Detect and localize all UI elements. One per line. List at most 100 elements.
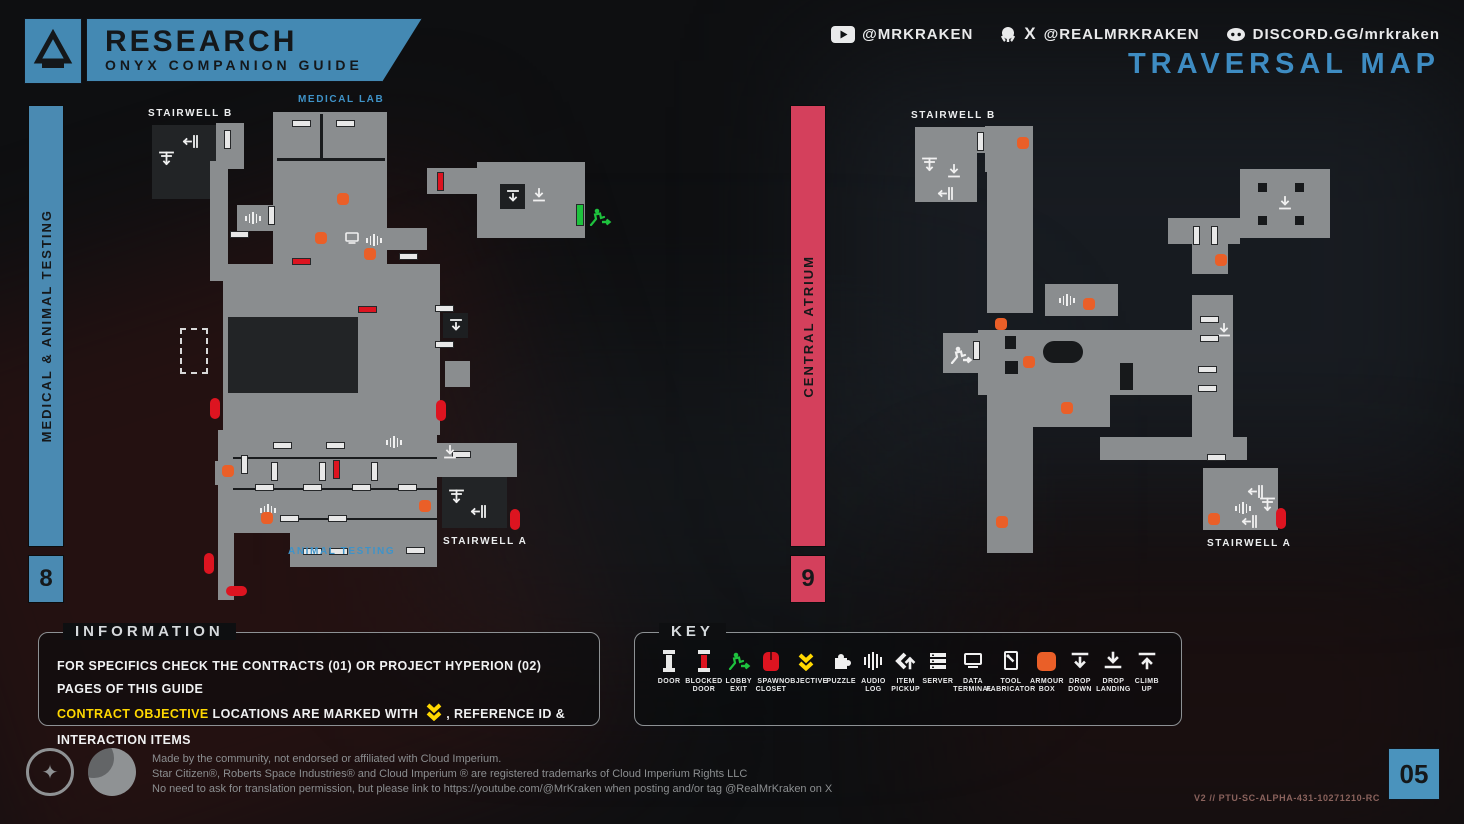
audio-log-icon (366, 232, 382, 248)
structure-shape (1120, 363, 1133, 390)
map-room-dark (152, 125, 216, 199)
contract-objective-highlight: CONTRACT OBJECTIVE (57, 707, 209, 721)
data-terminal-icon (962, 652, 984, 670)
drop-landing-icon (947, 164, 961, 179)
door-marker (352, 484, 371, 491)
door-marker (241, 455, 248, 474)
made-by-community-badge: ✦ (26, 748, 74, 796)
key-item-label: DROP DOWN (1068, 678, 1092, 693)
map-label-stairwell-a: STAIRWELL A (443, 536, 528, 547)
table-shape (1043, 341, 1083, 363)
server-icon (928, 651, 948, 671)
spawn-closet-marker (1276, 508, 1286, 529)
map-room (987, 172, 1033, 313)
climb-up-icon (1137, 651, 1157, 671)
stairs-down-icon (158, 150, 175, 166)
door-icon (663, 650, 676, 672)
map-wall (290, 518, 437, 520)
section-bar-central-atrium: CENTRAL ATRIUM (790, 105, 826, 547)
key-item-audio-log: AUDIO LOG (857, 649, 889, 694)
door-marker (399, 253, 418, 260)
door-marker (336, 120, 355, 127)
drop-landing-icon (443, 445, 457, 460)
structure-shape (1258, 216, 1267, 225)
key-item-blocked-door: BLOCKED DOOR (685, 649, 722, 694)
key-item-label: LOBBY EXIT (725, 678, 752, 693)
door-marker (328, 515, 347, 522)
blocked-door-marker (437, 172, 444, 191)
information-line-1: FOR SPECIFICS CHECK THE CONTRACTS (01) O… (57, 659, 542, 696)
armour-box-marker (364, 248, 376, 260)
door-marker (1200, 316, 1219, 323)
stairs-icon (1247, 484, 1264, 499)
armour-box-marker (315, 232, 327, 244)
social-label: @MRKRAKEN (862, 25, 974, 43)
drop-down-icon (1070, 651, 1090, 671)
map-label-stairwell-b: STAIRWELL B (911, 110, 996, 121)
armour-box-marker (222, 465, 234, 477)
exit-door-marker (576, 204, 584, 226)
key-item-spawn-closet: SPAWN CLOSET (755, 649, 787, 694)
door-marker (329, 548, 348, 555)
information-text: FOR SPECIFICS CHECK THE CONTRACTS (01) O… (39, 633, 599, 752)
structure-shape (1258, 183, 1267, 192)
map-room (1045, 284, 1118, 316)
key-item-objective: OBJECTIVE (784, 649, 827, 694)
social-label: @REALMRKRAKEN (1043, 25, 1200, 43)
map-room (427, 168, 477, 194)
objective-icon (796, 651, 816, 671)
section-number-8: 8 (28, 555, 64, 603)
map-room (987, 395, 1110, 427)
door-marker (406, 547, 425, 554)
map-wall (320, 114, 323, 158)
map-room (1168, 218, 1240, 244)
door-marker (398, 484, 417, 491)
key-item-drop-landing: DROP LANDING (1096, 649, 1131, 694)
map-label-animal-testing: ANIMAL TESTING (288, 546, 396, 557)
information-line-2-end: , REFERENCE ID & INTERACTION ITEMS (57, 707, 566, 747)
information-panel: INFORMATION FOR SPECIFICS CHECK THE CONT… (38, 623, 600, 747)
key-item-puzzle: PUZZLE (825, 649, 857, 694)
key-item-data-terminal: DATA TERMINAL (953, 649, 992, 694)
key-item-armour-box: ARMOUR BOX (1030, 649, 1064, 694)
key-item-label: PUZZLE (826, 678, 856, 685)
door-marker (1198, 385, 1217, 392)
map-wall (233, 457, 437, 459)
spawn-closet-marker (510, 509, 520, 530)
section-bar-label: CENTRAL ATRIUM (800, 254, 816, 398)
guide-title: RESEARCH (105, 24, 298, 58)
section-number-9: 9 (790, 555, 826, 603)
social-link-2[interactable]: DISCORD.GG/mrkraken (1226, 26, 1440, 43)
social-link-0[interactable]: @MRKRAKEN (831, 25, 974, 43)
drop-down-marker (443, 313, 468, 338)
spawn-closet-marker (226, 586, 247, 596)
map-room (445, 361, 470, 387)
information-line-2-mid: LOCATIONS ARE MARKED WITH (208, 707, 423, 721)
brand-logo (24, 18, 82, 84)
spawn-closet-marker (210, 398, 220, 419)
armour-box-marker (1215, 254, 1227, 266)
key-item-label: BLOCKED DOOR (685, 678, 723, 693)
armour-box-marker (1061, 402, 1073, 414)
key-item-label: DROP LANDING (1096, 678, 1131, 693)
footer-line-1: Made by the community, not endorsed or a… (152, 753, 502, 765)
door-marker (273, 442, 292, 449)
door-marker (977, 132, 984, 151)
page-title: TRAVERSAL MAP (1127, 48, 1440, 80)
tool-fabricator-icon (1002, 650, 1020, 672)
blocked-door-marker (292, 258, 311, 265)
map-label-stairwell-a: STAIRWELL A (1207, 538, 1292, 549)
youtube-icon (831, 25, 856, 43)
map-room (223, 264, 440, 299)
footer-disclaimer: Made by the community, not endorsed or a… (152, 752, 832, 797)
key-item-label: CLIMB UP (1134, 678, 1159, 693)
door-marker (319, 462, 326, 481)
social-link-1[interactable]: X@REALMRKRAKEN (999, 24, 1199, 44)
objective-icon (424, 701, 444, 729)
map-room (987, 427, 1033, 553)
map-wall (233, 488, 437, 490)
door-marker (303, 548, 322, 555)
map-room (915, 127, 977, 202)
armour-box-marker (996, 516, 1008, 528)
